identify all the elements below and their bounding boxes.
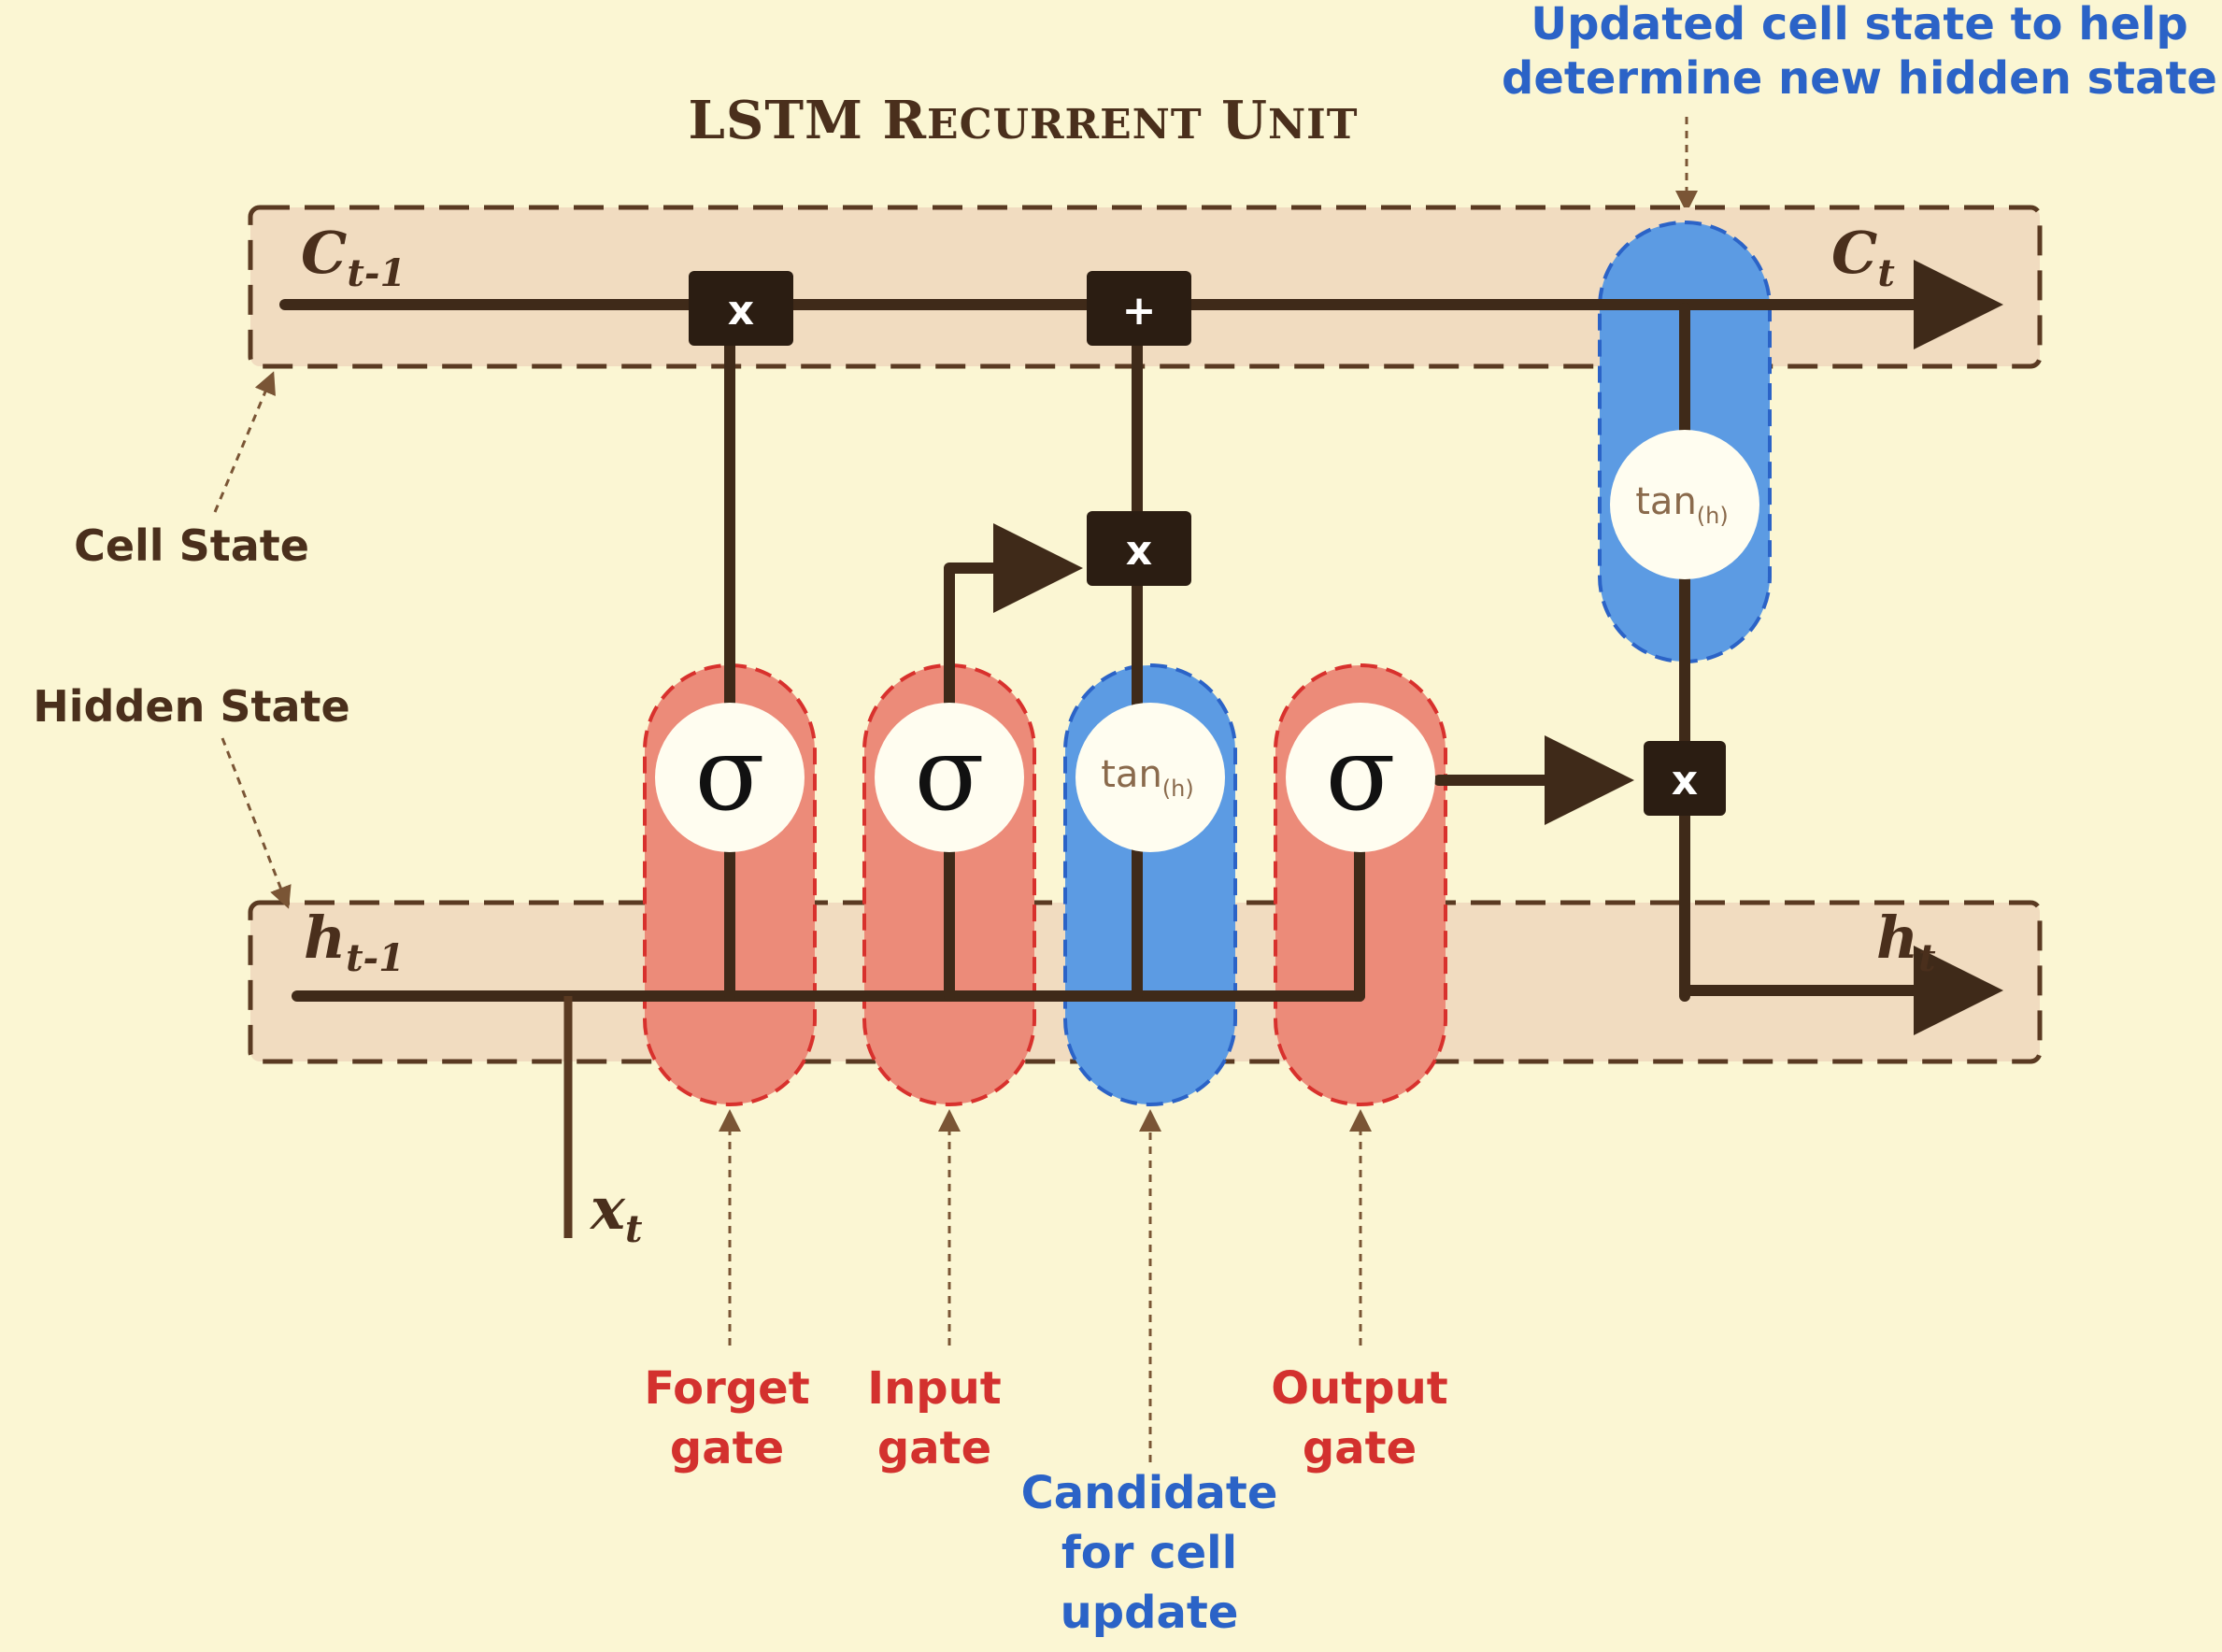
svg-text:+: +	[1122, 287, 1157, 335]
cell-tanh-circle	[1610, 430, 1759, 579]
h-next-label: ht	[1876, 904, 1936, 980]
forget-sigma-circle	[655, 703, 805, 852]
output-gate-label-2: gate	[1303, 1422, 1417, 1474]
input-gate-label-2: gate	[877, 1422, 991, 1474]
output-sigma-circle	[1286, 703, 1435, 852]
c-next-label: Ct	[1831, 219, 1895, 295]
candidate-tanh-circle	[1075, 703, 1225, 852]
input-gate-label-1: Input	[867, 1362, 1002, 1415]
output-sigma-symbol: σ	[1325, 714, 1395, 833]
input-sigma-symbol: σ	[914, 714, 984, 833]
output-multiply-op: x	[1644, 741, 1726, 816]
candidate-label-1: Candidate	[1021, 1467, 1278, 1519]
forget-multiply-op: x	[689, 271, 793, 346]
cell-state-label: Cell State	[74, 520, 309, 571]
candidate-label-2: for cell	[1061, 1527, 1237, 1579]
input-gate-line	[944, 523, 1083, 1002]
hidden-output-line	[1679, 775, 2003, 1035]
output-gate-label-1: Output	[1271, 1362, 1447, 1415]
cell-add-op: +	[1087, 271, 1191, 346]
cell-state-pointer	[213, 371, 276, 513]
annotation-line-2: determine new hidden state	[1502, 52, 2217, 105]
svg-text:x: x	[1672, 757, 1698, 805]
c-prev-label: Ct-1	[301, 219, 406, 295]
diagram-title: LSTM RECURRENT UNIT	[689, 90, 1359, 151]
forget-gate-label-1: Forget	[644, 1362, 809, 1415]
hidden-state-pointer	[221, 737, 292, 909]
cell-tanh-symbol: tan(h)	[1635, 480, 1728, 529]
candidate-label-3: update	[1061, 1587, 1239, 1639]
input-multiply-op: x	[1087, 511, 1191, 586]
candidate-tanh-symbol: tan(h)	[1101, 753, 1193, 802]
x-t-label: xt	[589, 1175, 643, 1251]
forget-sigma-symbol: σ	[694, 714, 764, 833]
input-sigma-circle	[875, 703, 1024, 852]
forget-gate-label-2: gate	[670, 1422, 784, 1474]
hidden-state-label: Hidden State	[33, 681, 349, 732]
h-prev-label: ht-1	[304, 904, 405, 980]
svg-text:x: x	[1126, 527, 1152, 575]
svg-text:x: x	[728, 287, 754, 335]
annotation-line-1: Updated cell state to help	[1531, 0, 2188, 50]
